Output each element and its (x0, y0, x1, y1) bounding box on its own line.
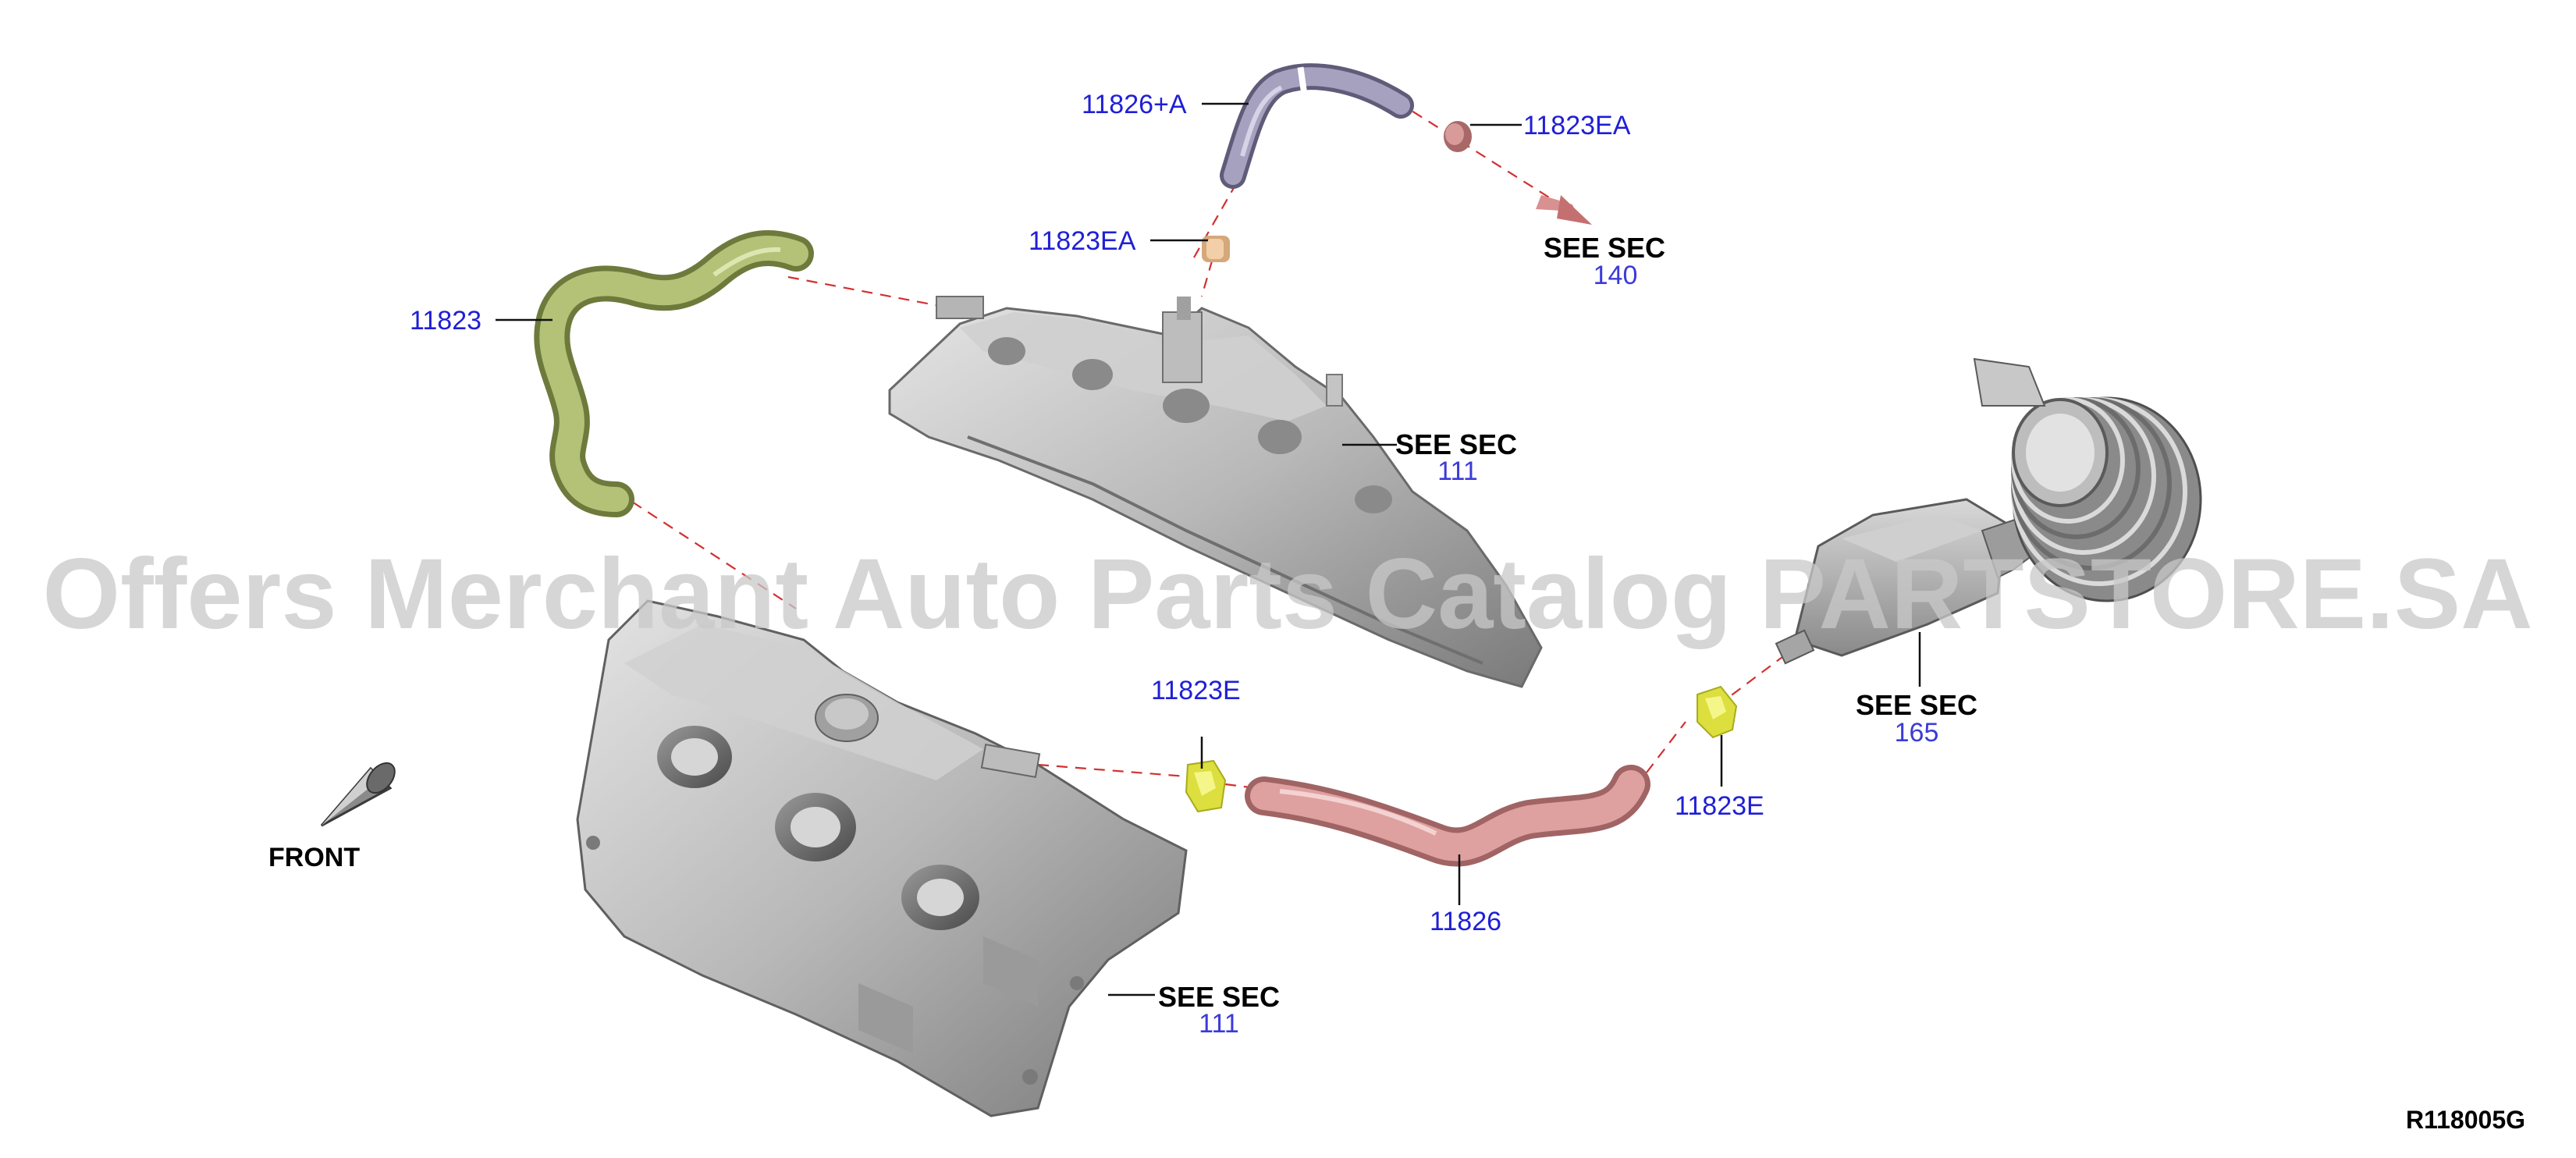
see-sec-label: SEE SEC (1158, 981, 1280, 1013)
air-intake-duct[interactable] (1775, 357, 2202, 665)
clamp-11823ea-left[interactable] (1202, 236, 1230, 262)
section-number: 165 (1895, 718, 1939, 748)
see-sec-label: SEE SEC (1395, 428, 1517, 460)
front-label: FRONT (268, 843, 360, 872)
watermark: Offers Merchant Auto Parts Catalog PARTS… (43, 538, 2533, 650)
hose-11826a[interactable] (1220, 63, 1414, 189)
see-sec-label: SEE SEC (1544, 232, 1665, 264)
part-label-11823e-left[interactable]: 11823E (1151, 676, 1241, 705)
part-label-11826[interactable]: 11826 (1430, 907, 1501, 936)
bellows (1973, 357, 2202, 602)
hose-11826[interactable] (1245, 765, 1650, 867)
part-label-11823ea-left[interactable]: 11823EA (1029, 226, 1136, 256)
part-label-11823ea-right[interactable]: 11823EA (1523, 111, 1631, 140)
section-number: 111 (1199, 1009, 1239, 1039)
clamp-11823e-right[interactable] (1697, 685, 1738, 739)
clamp-11823ea-right[interactable] (1444, 121, 1472, 152)
section-ref-140[interactable]: SEE SEC 140 (1544, 232, 1665, 290)
section-ref-165[interactable]: SEE SEC 165 (1856, 689, 1977, 748)
front-arrow-icon (320, 762, 396, 827)
diagram-id: R118005G (2406, 1106, 2525, 1134)
section-ref-111-upper[interactable]: SEE SEC 111 (1395, 428, 1517, 486)
leader-lines (496, 102, 1921, 996)
section-number: 111 (1437, 456, 1478, 486)
hose-11823[interactable] (534, 230, 814, 517)
intake-manifold-upper[interactable] (888, 296, 1543, 688)
part-label-11826a[interactable]: 11826+A (1082, 90, 1187, 119)
see-sec-label: SEE SEC (1856, 689, 1977, 721)
section-ref-111-lower[interactable]: SEE SEC 111 (1158, 981, 1280, 1039)
part-label-11823e-right[interactable]: 11823E (1675, 791, 1764, 821)
clamp-11823e-left[interactable] (1185, 759, 1227, 813)
part-label-11823[interactable]: 11823 (410, 306, 481, 336)
cylinder-head-cover[interactable] (576, 599, 1188, 1117)
arrow-to-sec140 (1536, 195, 1592, 225)
section-number: 140 (1594, 261, 1638, 290)
